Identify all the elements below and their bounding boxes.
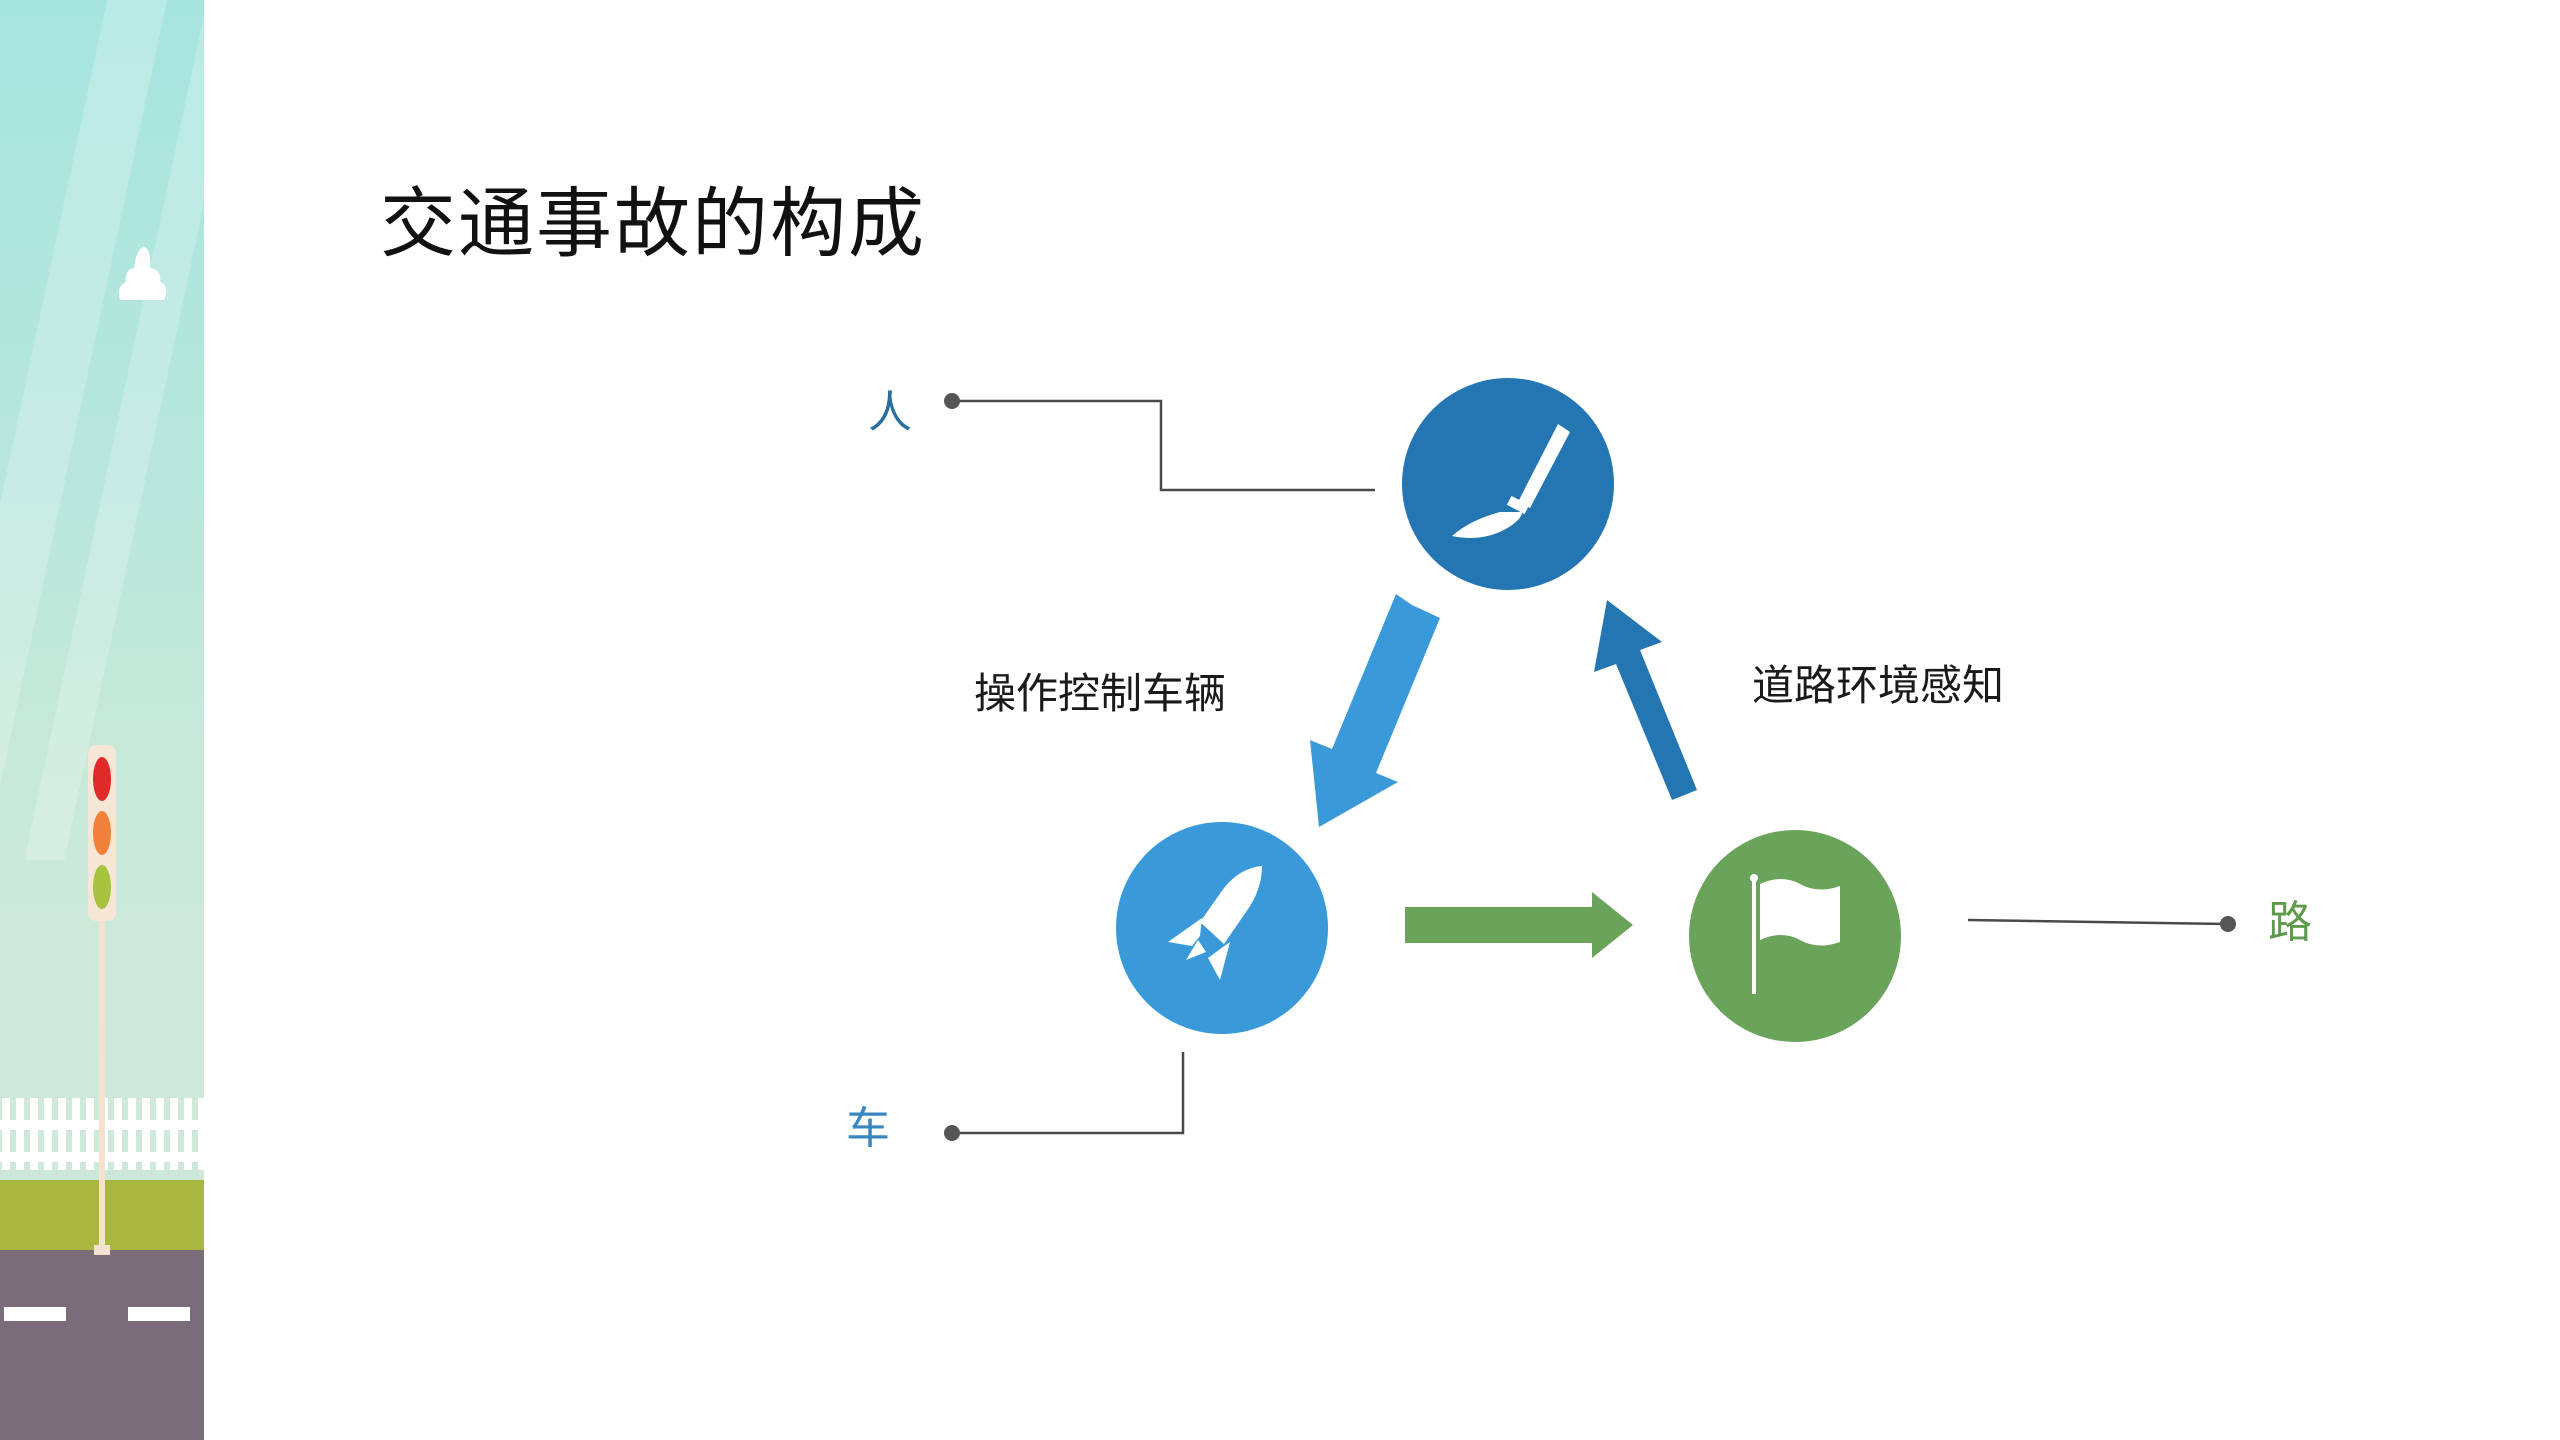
road-surface <box>0 1250 204 1440</box>
connector-dot-road <box>2220 916 2236 932</box>
node-vehicle <box>1116 822 1328 1034</box>
flag-icon <box>1750 874 1840 994</box>
connector-dot-vehicle <box>944 1125 960 1141</box>
node-label-person: 人 <box>868 387 912 438</box>
paintbrush-icon <box>1452 424 1570 538</box>
arrow-road-to-person <box>1594 600 1697 800</box>
relation-label-person-to-vehicle: 操作控制车辆 <box>974 669 1227 718</box>
page-title: 交通事故的构成 <box>380 179 926 268</box>
cloud-icon <box>118 246 167 300</box>
node-person <box>1402 378 1614 590</box>
arrow-vehicle-to-road <box>1405 892 1633 958</box>
node-label-road: 路 <box>2268 897 2312 948</box>
decorative-side-strip <box>0 0 204 1440</box>
lane-marking <box>128 1307 190 1321</box>
connector-vehicle <box>952 1052 1185 1135</box>
node-road <box>1689 830 1901 1042</box>
connector-dot-person <box>944 393 960 409</box>
arrow-person-to-vehicle <box>1310 594 1440 827</box>
traffic-light-icon <box>88 745 116 1255</box>
relation-label-road-to-person: 道路环境感知 <box>1752 661 2005 710</box>
connector-person <box>952 399 1375 492</box>
rocket-icon <box>1168 866 1262 980</box>
node-label-vehicle: 车 <box>846 1103 890 1154</box>
connector-road <box>1967 918 2229 926</box>
lane-marking <box>4 1307 66 1321</box>
